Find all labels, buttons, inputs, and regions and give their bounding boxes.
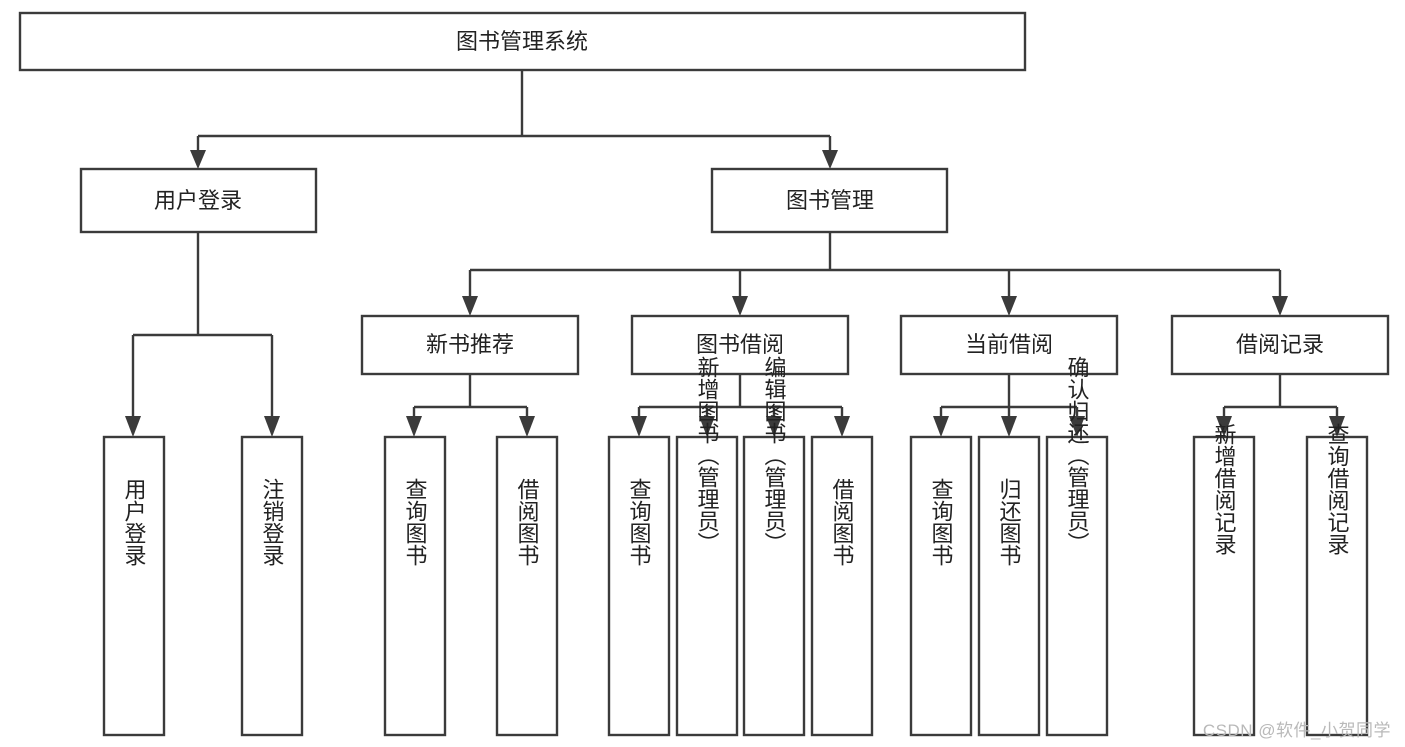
node-leaf-logout-login-box[interactable]	[240, 435, 304, 737]
node-root[interactable]: 图书管理系统	[18, 11, 1027, 72]
node-leaf-query-borrow-record-label: 查询借阅记录	[1325, 423, 1350, 555]
node-leaf-borrow-book-2-box[interactable]	[810, 435, 874, 737]
arrow-to-leaf-query-borrow-record	[1329, 416, 1345, 437]
node-leaf-add-borrow-record[interactable]: 新增借阅记录	[1192, 423, 1256, 737]
node-borrow-record-label: 借阅记录	[1236, 332, 1324, 357]
node-leaf-add-book-admin-label: 新增图书（管理员）	[695, 356, 720, 554]
node-user-login-label: 用户登录	[154, 188, 242, 213]
node-book-borrow-label: 图书借阅	[696, 332, 784, 357]
node-leaf-confirm-return-admin-label: 确认归还（管理员）	[1065, 356, 1090, 554]
node-leaf-borrow-book-2-label: 借阅图书	[830, 478, 855, 566]
connector-layer	[125, 70, 1345, 437]
node-leaf-logout-login[interactable]: 注销登录	[240, 435, 304, 737]
arrow-to-book-borrow	[732, 296, 748, 316]
node-book-manage-box[interactable]	[710, 167, 949, 234]
node-leaf-edit-book-admin-box[interactable]	[742, 435, 806, 737]
node-user-login[interactable]: 用户登录	[79, 167, 318, 234]
node-leaf-user-login-box[interactable]	[102, 435, 166, 737]
node-leaf-add-borrow-record-label: 新增借阅记录	[1212, 423, 1237, 555]
node-user-login-box[interactable]	[79, 167, 318, 234]
node-leaf-query-book-3[interactable]: 查询图书	[909, 435, 973, 737]
node-new-book-recommend-box[interactable]	[360, 314, 580, 376]
arrow-to-leaf-query-book-3	[933, 416, 949, 437]
node-leaf-confirm-return-admin[interactable]: 确认归还（管理员）	[1045, 356, 1109, 737]
arrow-to-book-manage	[822, 150, 838, 169]
node-leaf-return-book-label: 归还图书	[997, 478, 1022, 566]
node-leaf-logout-login-label: 注销登录	[260, 478, 285, 566]
node-leaf-query-book-1-box[interactable]	[383, 435, 447, 737]
arrow-to-leaf-add-book-admin	[699, 416, 715, 437]
node-borrow-record[interactable]: 借阅记录	[1170, 314, 1390, 376]
node-leaf-query-book-1[interactable]: 查询图书	[383, 435, 447, 737]
node-leaf-query-book-2-label: 查询图书	[627, 478, 652, 566]
node-leaf-add-book-admin-box[interactable]	[675, 435, 739, 737]
arrow-to-leaf-borrow-book-2	[834, 416, 850, 437]
node-leaf-borrow-book-1-label: 借阅图书	[515, 478, 540, 566]
node-leaf-borrow-book-2[interactable]: 借阅图书	[810, 435, 874, 737]
node-new-book-recommend-label: 新书推荐	[426, 332, 514, 357]
node-new-book-recommend[interactable]: 新书推荐	[360, 314, 580, 376]
node-leaf-user-login-label: 用户登录	[122, 478, 147, 566]
node-leaf-return-book[interactable]: 归还图书	[977, 435, 1041, 737]
arrow-to-leaf-query-book-1	[406, 416, 422, 437]
node-root-box[interactable]	[18, 11, 1027, 72]
node-leaf-edit-book-admin-label: 编辑图书（管理员）	[762, 356, 787, 554]
node-book-manage-label: 图书管理	[786, 188, 874, 213]
node-leaf-query-book-3-box[interactable]	[909, 435, 973, 737]
node-leaf-borrow-book-1-box[interactable]	[495, 435, 559, 737]
node-leaf-query-book-2-box[interactable]	[607, 435, 671, 737]
arrow-to-leaf-query-book-2	[631, 416, 647, 437]
node-leaf-query-borrow-record[interactable]: 查询借阅记录	[1305, 423, 1369, 737]
node-current-borrow-label: 当前借阅	[965, 332, 1053, 357]
arrow-to-user-login	[190, 150, 206, 169]
node-leaf-confirm-return-admin-box[interactable]	[1045, 435, 1109, 737]
arrow-to-leaf-edit-book-admin	[766, 416, 782, 437]
node-leaf-add-borrow-record-box[interactable]	[1192, 435, 1256, 737]
node-current-borrow-box[interactable]	[899, 314, 1119, 376]
node-leaf-borrow-book-1[interactable]: 借阅图书	[495, 435, 559, 737]
node-leaf-query-book-1-label: 查询图书	[403, 478, 428, 566]
arrow-to-leaf-add-borrow-record	[1216, 416, 1232, 437]
node-borrow-record-box[interactable]	[1170, 314, 1390, 376]
arrow-to-leaf-user-login	[125, 416, 141, 437]
node-book-manage[interactable]: 图书管理	[710, 167, 949, 234]
node-leaf-query-borrow-record-box[interactable]	[1305, 435, 1369, 737]
arrow-to-leaf-borrow-book-1	[519, 416, 535, 437]
arrow-to-current-borrow	[1001, 296, 1017, 316]
node-book-borrow[interactable]: 图书借阅	[630, 314, 850, 376]
node-leaf-query-book-2[interactable]: 查询图书	[607, 435, 671, 737]
node-leaf-return-book-box[interactable]	[977, 435, 1041, 737]
node-leaf-add-book-admin[interactable]: 新增图书（管理员）	[675, 356, 739, 737]
node-leaf-edit-book-admin[interactable]: 编辑图书（管理员）	[742, 356, 806, 737]
node-leaf-user-login[interactable]: 用户登录	[102, 435, 166, 737]
arrow-to-leaf-confirm-return-admin	[1069, 416, 1085, 437]
arrow-to-borrow-record	[1272, 296, 1288, 316]
arrow-to-leaf-return-book	[1001, 416, 1017, 437]
node-book-borrow-box[interactable]	[630, 314, 850, 376]
node-root-label: 图书管理系统	[456, 29, 588, 54]
arrow-to-new-book-recommend	[462, 296, 478, 316]
node-current-borrow[interactable]: 当前借阅	[899, 314, 1119, 376]
node-leaf-query-book-3-label: 查询图书	[929, 478, 954, 566]
arrow-to-leaf-logout-login	[264, 416, 280, 437]
